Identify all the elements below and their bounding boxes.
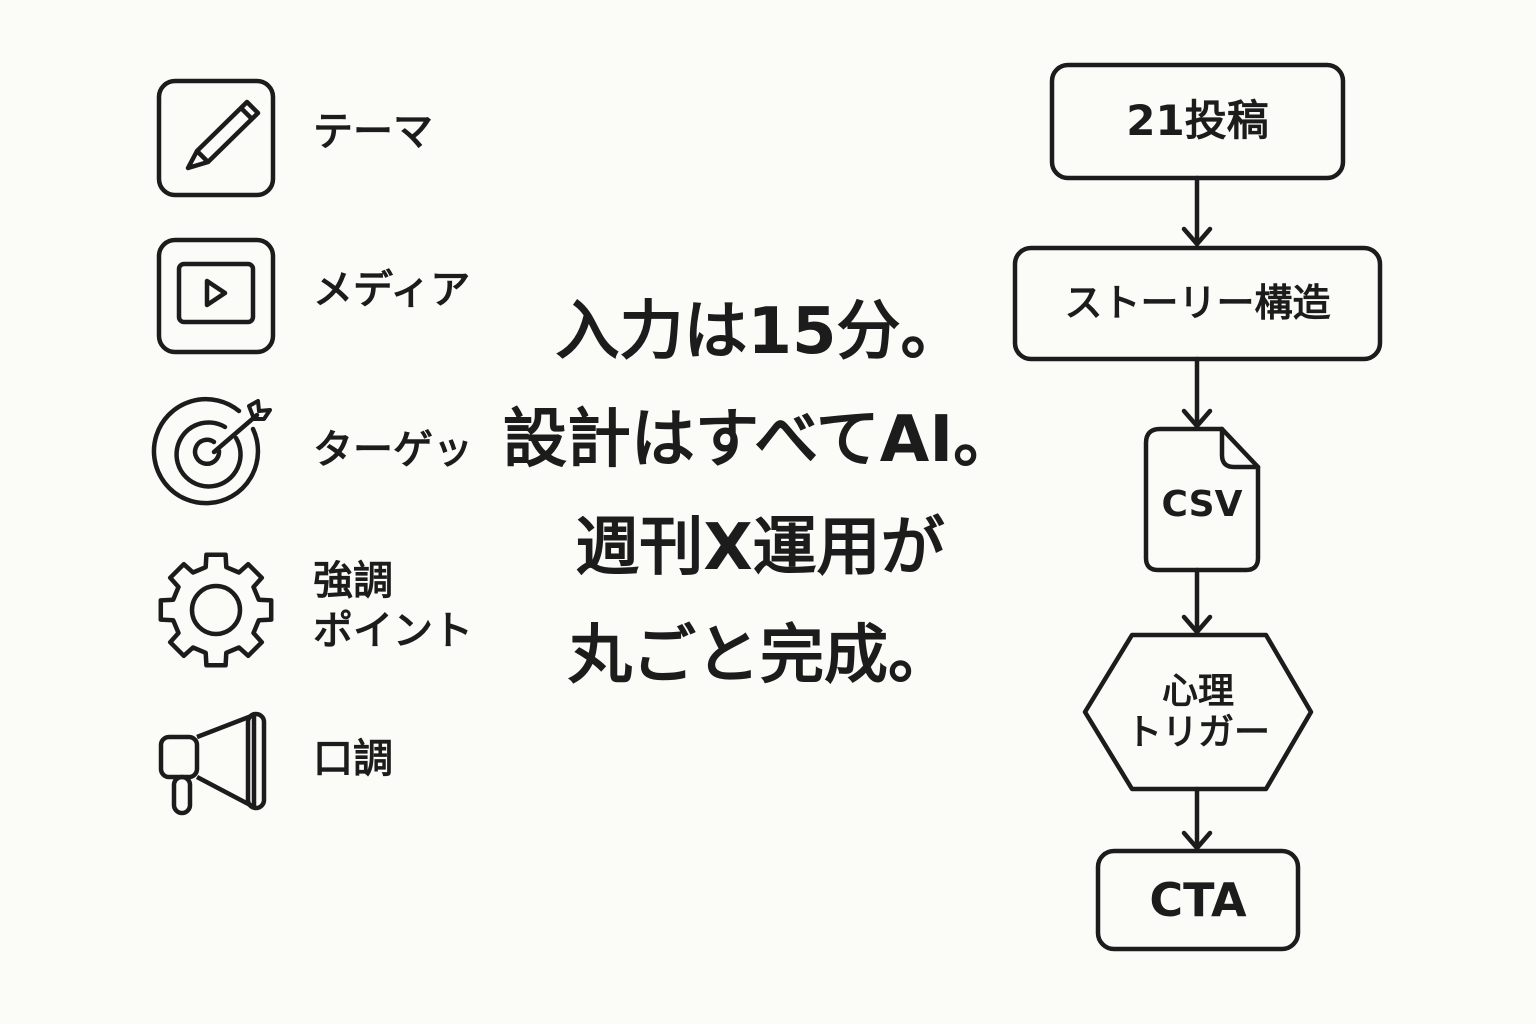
node-shape-csv (1143, 426, 1261, 573)
headline-line-2: 設計はすべてAI。 (502, 403, 1018, 477)
headline-line-3: 週刊X運用が (575, 511, 945, 585)
node-psych-trigger-line1: 心理 (1161, 670, 1234, 712)
connector-csv-trigger (1181, 567, 1213, 635)
node-psych-trigger: 心理 トリガー (1085, 635, 1311, 789)
connector-trigger-cta (1181, 786, 1213, 851)
node-shape-trigger (1082, 632, 1314, 792)
headline-line-1: 入力は15分。 (555, 295, 965, 369)
node-shape-cta (1095, 848, 1301, 952)
headline: 入力は15分。 設計はすべてAI。 週刊X運用が 丸ごと完成。 (480, 278, 1040, 710)
input-label-emphasis-line2: ポイント (313, 608, 473, 654)
gear-icon (158, 552, 274, 668)
input-label-target: ターゲッ (313, 427, 473, 473)
input-label-theme: テーマ (313, 109, 433, 155)
play-video-icon (156, 237, 276, 355)
input-label-emphasis: 強調 ポイント (313, 556, 473, 656)
connector-posts-story (1181, 175, 1213, 247)
pencil-icon (156, 78, 276, 198)
node-csv: CSV (1161, 484, 1243, 526)
connector-story-csv (1181, 356, 1213, 429)
node-posts: 21投稿 (1126, 96, 1269, 146)
input-label-tone: 口調 (313, 736, 393, 782)
input-label-media: メディア (313, 267, 471, 313)
megaphone-icon (158, 711, 267, 816)
headline-line-4: 丸ごと完成。 (568, 619, 952, 693)
node-psych-trigger-line2: トリガー (1125, 712, 1270, 753)
input-label-emphasis-line1: 強調 (313, 558, 393, 604)
target-arrow-icon (151, 396, 272, 506)
node-story-structure: ストーリー構造 (1064, 280, 1331, 325)
node-cta: CTA (1149, 872, 1247, 927)
